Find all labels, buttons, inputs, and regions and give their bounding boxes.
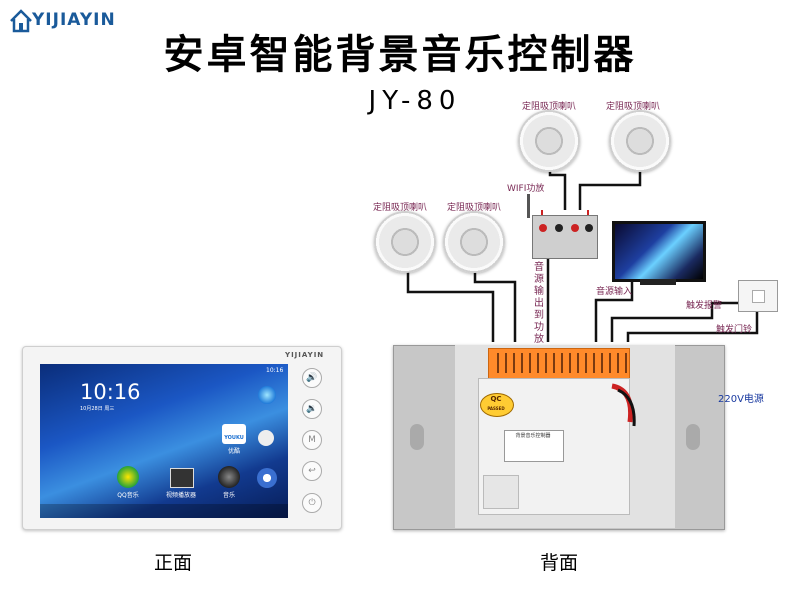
touch-screen [40, 364, 288, 518]
youku-brand: YOUKU [224, 435, 244, 441]
mount-hole-right [686, 424, 700, 450]
music-icon[interactable] [218, 466, 240, 488]
product-sticker [504, 430, 564, 462]
trigger-switch [738, 280, 778, 312]
power-cable [611, 383, 636, 427]
label-speaker-mid-right: 定阻吸顶喇叭 [447, 203, 502, 213]
tv-source [612, 221, 706, 282]
settings-icon[interactable] [257, 468, 277, 488]
ceiling-speaker-top-right [609, 110, 671, 172]
page-title: 安卓智能背景音乐控制器 [163, 32, 637, 78]
label-source-input: 音源输入 [596, 287, 633, 297]
tv-stand [640, 279, 676, 285]
label-wifi-amp: WIFI功放 [507, 184, 545, 194]
qc-badge [480, 393, 514, 417]
mount-hole-left [410, 424, 424, 450]
label-speaker-top-left: 定阻吸顶喇叭 [522, 102, 577, 112]
model-number: JY-80 [368, 86, 462, 116]
app-drawer-icon[interactable] [258, 430, 274, 446]
mode-button[interactable]: M [302, 430, 322, 450]
qq-music-label: QQ音乐 [117, 492, 139, 499]
volume-up-button[interactable]: 🔊 [302, 368, 322, 388]
front-caption: 正面 [154, 552, 193, 574]
sticker-text: 背景音乐控制器 [515, 433, 551, 439]
back-caption: 背面 [540, 552, 579, 574]
qc-sub-label: PASSED [487, 406, 505, 411]
status-bar-time: 10:16 [266, 367, 284, 374]
ceiling-speaker-mid-left [374, 211, 436, 273]
video-player-label: 视频播放器 [165, 492, 196, 499]
back-button[interactable]: ↩ [302, 461, 322, 481]
power-button[interactable]: ⏻ [302, 493, 322, 513]
label-alarm-trigger: 触发报警 [686, 301, 723, 311]
label-doorbell-trigger: 触发门铃 [716, 325, 753, 335]
music-label: 音乐 [222, 492, 235, 499]
clock-date: 10月28日 周三 [80, 406, 115, 412]
label-source-to-amp: 音源输出到功放 [534, 262, 544, 345]
youku-app-icon[interactable]: YOUKU [222, 424, 246, 444]
label-speaker-top-right: 定阻吸顶喇叭 [606, 102, 661, 112]
label-power: 220V电源 [718, 394, 764, 405]
front-panel-brand: YIJIAYIN [285, 351, 325, 359]
volume-down-button[interactable]: 🔉 [302, 399, 322, 419]
clock-widget: 10:16 [80, 380, 141, 404]
house-logo-icon [10, 9, 32, 33]
ceiling-speaker-top-left [518, 110, 580, 172]
brand-name: YIJIAYIN [32, 10, 116, 30]
video-player-icon[interactable] [170, 468, 194, 488]
terminal-block [488, 348, 630, 380]
qc-label: QC [490, 395, 502, 403]
label-speaker-mid-left: 定阻吸顶喇叭 [373, 203, 428, 213]
qc-text: QC PASSED [484, 395, 508, 413]
youku-app-label: 优酷 [227, 448, 240, 455]
ceiling-speaker-mid-right [443, 211, 505, 273]
wifi-amplifier [527, 194, 598, 259]
qq-music-icon[interactable] [117, 466, 139, 488]
